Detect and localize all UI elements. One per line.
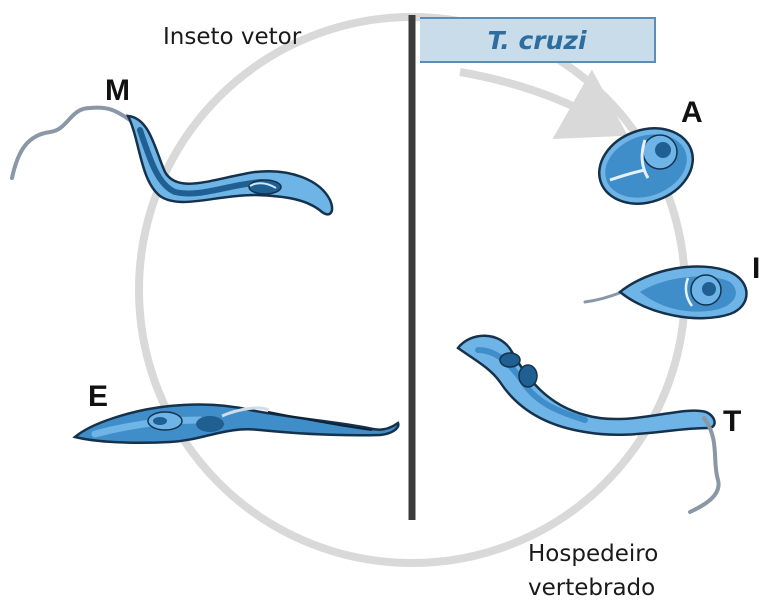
cycle-arrow-icon: [460, 72, 600, 120]
stage-label-t: T: [723, 405, 741, 439]
stage-label-e: E: [88, 380, 108, 414]
stage-label-m: M: [105, 74, 130, 108]
amastigote-icon: [589, 116, 704, 216]
organism-title: T. cruzi: [487, 26, 586, 55]
stage-label-a: A: [681, 96, 703, 130]
host-label-line2: vertebrado: [528, 571, 658, 605]
epimastigote-icon: [75, 404, 398, 442]
intermediate-form-icon: [585, 266, 747, 318]
host-label-line1: Hospedeiro: [528, 537, 658, 571]
bloodstream-trypomastigote-icon: [458, 336, 719, 512]
organism-title-box: T. cruzi: [420, 17, 656, 63]
insect-vector-label: Inseto vetor: [163, 24, 301, 50]
stage-label-i: I: [752, 252, 760, 286]
